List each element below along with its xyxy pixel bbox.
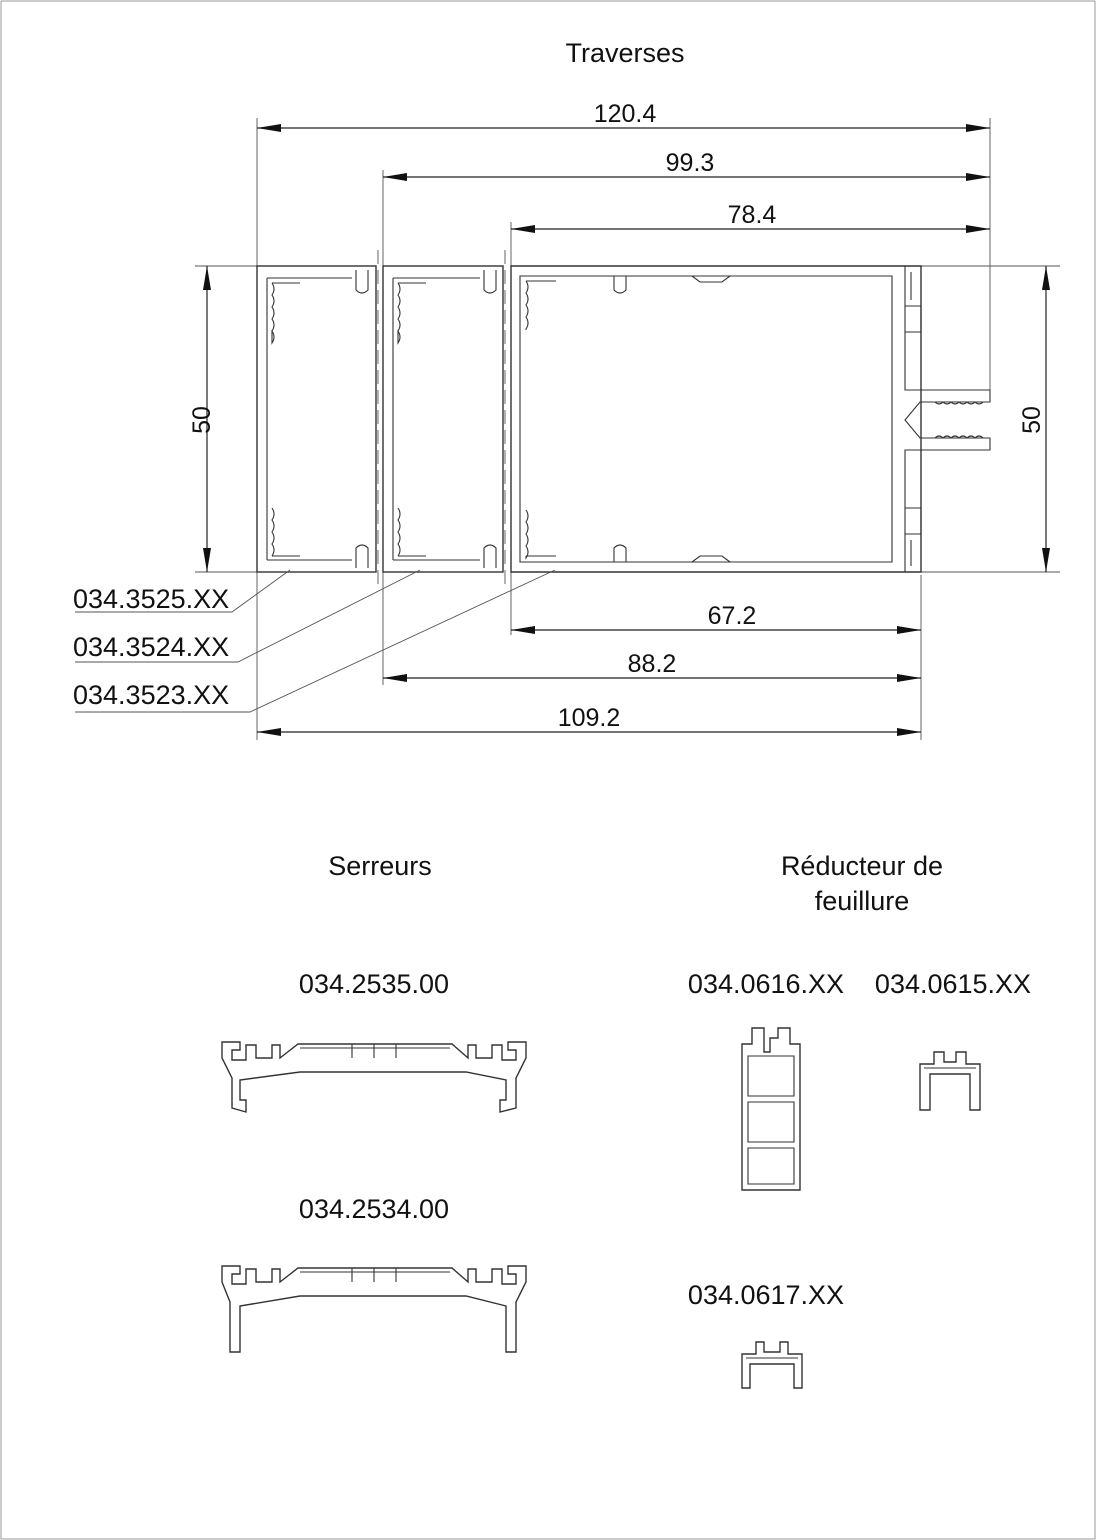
serreur-profile-2535 (221, 1041, 527, 1113)
dimension-120-4-label: 120.4 (594, 100, 657, 128)
reducteur-heading-line2: feuillure (815, 886, 910, 916)
reducteur-profile-0616 (741, 1027, 801, 1191)
serreur-ref-2535: 034.2535.00 (299, 969, 449, 999)
traverse-profile-3524 (382, 250, 506, 585)
traverse-profile-3523 (510, 265, 991, 573)
serreur-ref-2534: 034.2534.00 (299, 1194, 449, 1224)
dimension-height-left-label: 50 (188, 406, 216, 434)
traverse-profile-3525 (256, 250, 379, 585)
dimension-109-2: 109.2 (257, 704, 921, 736)
reducteur-ref-0617: 034.0617.XX (688, 1280, 844, 1310)
dimension-height-right-label: 50 (1018, 406, 1046, 434)
dimension-109-2-label: 109.2 (558, 704, 621, 732)
dimension-78-4-label: 78.4 (728, 201, 777, 229)
reducteur-heading-line1: Réducteur de (781, 851, 943, 881)
dimension-height-right: 50 (1018, 266, 1050, 572)
traverse-ref-3525: 034.3525.XX (73, 584, 229, 614)
reducteur-ref-0615: 034.0615.XX (875, 969, 1031, 999)
traverses-heading: Traverses (565, 38, 684, 68)
reducteur-ref-0616: 034.0616.XX (688, 969, 844, 999)
dimension-78-4: 78.4 (511, 201, 990, 233)
serreurs-heading: Serreurs (328, 851, 432, 881)
dimension-88-2: 88.2 (383, 650, 921, 682)
dimension-height-left: 50 (188, 266, 216, 572)
dimension-67-2-label: 67.2 (708, 602, 757, 630)
dimension-99-3: 99.3 (383, 149, 990, 181)
dimension-99-3-label: 99.3 (666, 149, 715, 177)
leader-lines (75, 569, 556, 713)
dimension-67-2: 67.2 (511, 602, 921, 634)
traverse-ref-3524: 034.3524.XX (73, 632, 229, 662)
dimension-88-2-label: 88.2 (628, 650, 677, 678)
serreur-profile-2534 (221, 1265, 527, 1353)
reducteur-profile-0617 (741, 1341, 803, 1389)
reducteur-profile-0615 (919, 1051, 981, 1111)
traverse-ref-3523: 034.3523.XX (73, 680, 229, 710)
dimension-120-4: 120.4 (257, 100, 990, 132)
